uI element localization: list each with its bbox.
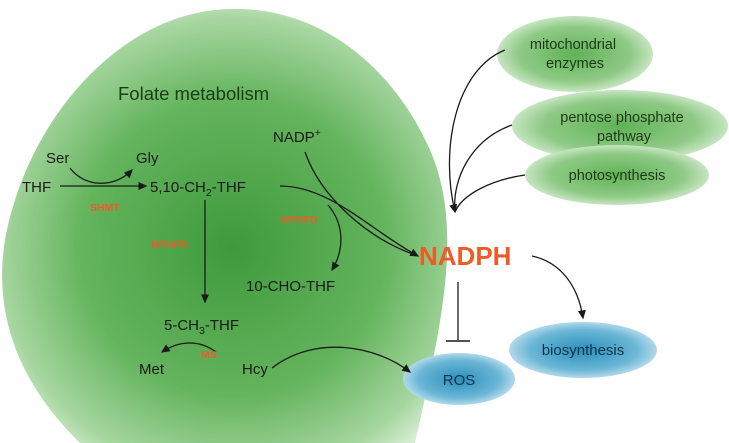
shmt-enzyme-label: SHMT — [90, 202, 120, 214]
methylene-thf-label: 5,10-CH2-THF — [150, 179, 246, 199]
ms-enzyme-label: MS — [201, 349, 217, 361]
ser-label: Ser — [46, 150, 69, 167]
photo-to-nadph-arrow — [454, 174, 526, 213]
photosynthesis-oval — [525, 145, 709, 205]
mitochondrial-enzymes-oval — [497, 16, 653, 92]
methylene-to-nadph-arrow — [279, 185, 420, 257]
photosynthesis-label: photosynthesis — [569, 168, 666, 184]
hcy-to-ros-arrow — [271, 346, 412, 373]
thf-label: THF — [22, 179, 51, 196]
ser-to-gly-arrow — [69, 167, 133, 184]
ros-oval — [403, 353, 515, 405]
formyl-thf-label: 10-CHO-THF — [246, 278, 335, 295]
biosynthesis-label: biosynthesis — [542, 342, 625, 359]
gly-label: Gly — [136, 150, 159, 167]
ros-label: ROS — [443, 372, 476, 389]
hcy-to-met-arrow — [160, 342, 217, 353]
folate-metabolism-region — [2, 8, 448, 443]
formyl-thf-branch-arrow — [327, 204, 342, 272]
hcy-label: Hcy — [242, 361, 268, 378]
methyl-thf-label: 5-CH3-THF — [164, 317, 239, 337]
met-label: Met — [139, 361, 165, 378]
mthfr-enzyme-label: MTHFR — [151, 239, 188, 251]
ppp-to-nadph-arrow — [454, 124, 513, 213]
mthfd-enzyme-label: MTHFD — [281, 214, 318, 226]
ppp-label: pentose phosphate pathway — [560, 110, 687, 145]
nadph-label: NADPH — [419, 241, 511, 271]
nadp-label: NADP+ — [273, 127, 321, 146]
mito-to-nadph-arrow — [448, 49, 506, 214]
biosynthesis-oval — [509, 322, 657, 378]
nadp-to-nadph-arrow — [304, 151, 419, 257]
mito-label: mitochondrial enzymes — [530, 37, 620, 72]
folate-title: Folate metabolism — [118, 83, 269, 104]
nadph-to-biosynthesis-arrow — [531, 255, 586, 320]
pentose-phosphate-oval — [512, 90, 728, 162]
